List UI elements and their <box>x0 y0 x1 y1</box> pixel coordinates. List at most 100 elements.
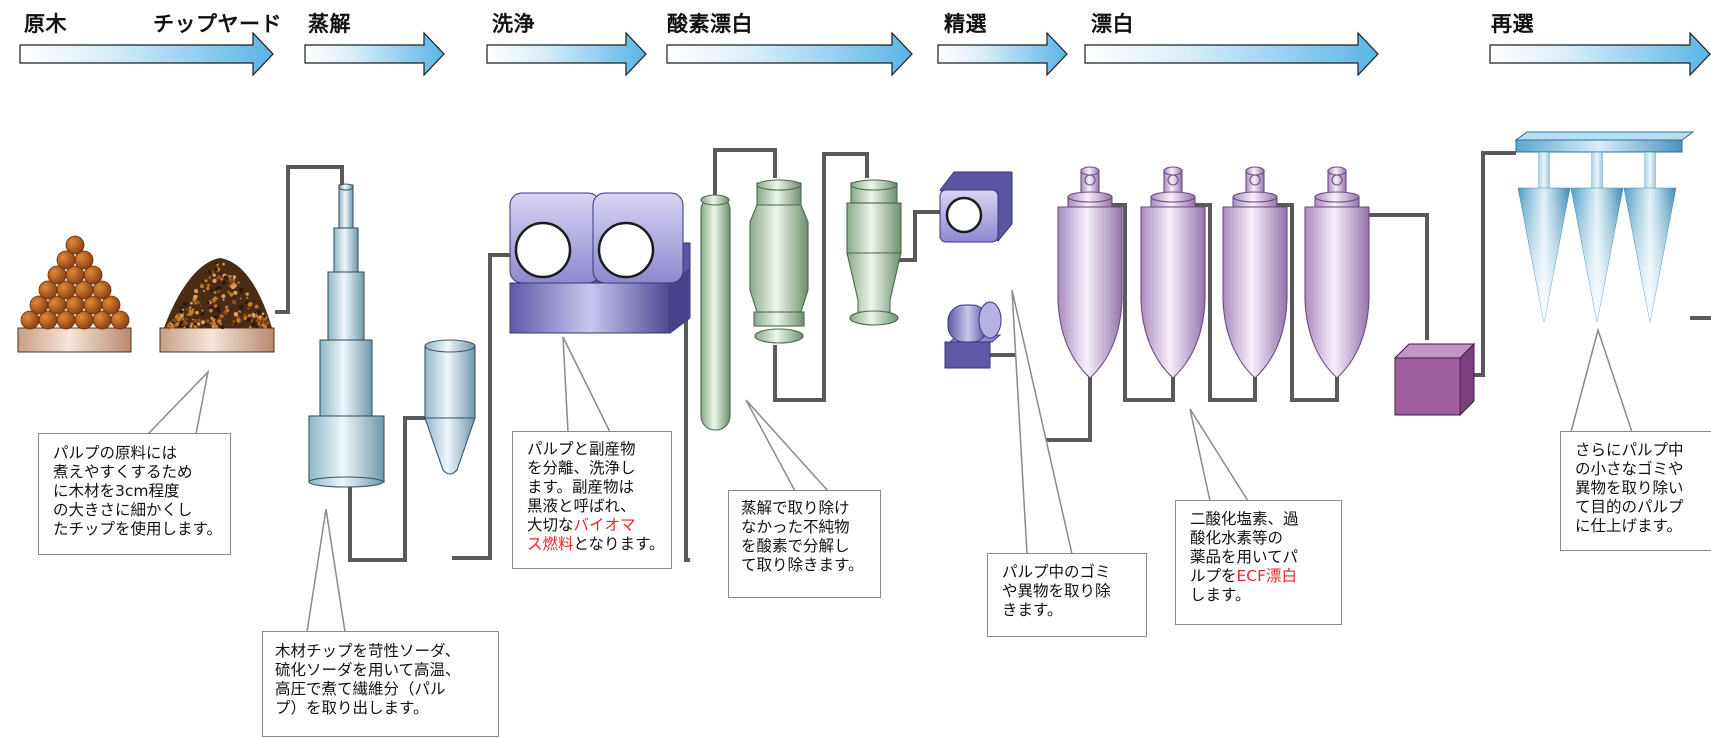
wood-chip <box>206 286 210 291</box>
biomass-highlight: ス燃料 <box>527 535 574 553</box>
wood-chip <box>237 305 240 308</box>
stage-arrows <box>19 31 1711 77</box>
callout-line: 高圧で煮て繊維分（パル <box>275 680 446 698</box>
wood-chip <box>261 312 265 316</box>
wood-chip <box>222 280 227 285</box>
wood-chip <box>220 316 223 319</box>
wood-chip <box>197 318 201 322</box>
wood-chip <box>215 262 218 265</box>
bleaching-tower <box>1057 166 1123 379</box>
wood-chip <box>221 294 226 299</box>
washer-drums <box>509 192 691 334</box>
callout-line: 酸化水素等の <box>1190 529 1284 547</box>
hydrocyclone-header <box>1514 131 1695 153</box>
wood-chip <box>229 275 231 278</box>
wood-chip <box>236 315 240 319</box>
biomass-highlight: バイオマ <box>573 516 636 534</box>
stage-label-chip-yard: チップヤード <box>153 12 282 36</box>
wood-chip <box>196 327 199 329</box>
wood-chip <box>225 308 230 313</box>
callout-line: の大きさに細かくし <box>53 501 193 519</box>
wood-chip <box>208 270 212 274</box>
wood-chip <box>220 277 224 281</box>
wood-chip <box>191 318 194 321</box>
wood-chip <box>204 279 208 283</box>
stage-arrow-washing <box>486 31 647 77</box>
stage-label-oxygen-bleaching: 酸素漂白 <box>667 12 753 36</box>
digester <box>308 183 385 488</box>
log <box>101 295 121 315</box>
stage-arrow-raw-wood <box>19 31 274 77</box>
wood-chip <box>260 316 265 321</box>
wood-chip <box>196 322 201 326</box>
wood-chip <box>214 304 218 308</box>
wood-chip <box>211 318 215 322</box>
wood-chip <box>264 326 267 329</box>
hydrocyclone <box>1517 152 1571 323</box>
log <box>83 265 103 285</box>
wood-chip <box>209 322 212 325</box>
wood-chip <box>263 321 267 325</box>
callout-line: 煮えやすくするため <box>53 463 193 481</box>
wood-chip <box>233 290 238 295</box>
wood-chip <box>175 322 180 327</box>
wood-chip <box>216 309 221 314</box>
callout-raw-material: パルプの原料には 煮えやすくするため に木材を3cm程度 の大きさに細かくし た… <box>38 433 231 555</box>
stage-arrow-bleaching <box>1084 31 1379 77</box>
wood-chip <box>182 301 187 306</box>
wood-chip <box>219 272 222 275</box>
wood-chip <box>207 301 210 304</box>
wood-chip <box>207 283 210 287</box>
wood-chip <box>255 317 258 320</box>
callout-line: きます。 <box>1002 601 1063 619</box>
callout-line: 蒸解で取り除け <box>741 499 850 517</box>
wood-chip <box>230 308 233 311</box>
wood-chip <box>255 325 259 329</box>
wood-chip <box>257 319 263 324</box>
callout-line: を酸素で分解し <box>741 537 850 555</box>
log <box>110 310 130 330</box>
wood-chip <box>229 292 234 297</box>
wood-chip <box>213 296 218 301</box>
wood-chip <box>258 323 263 328</box>
callout-line: プ）を取り出します。 <box>275 699 429 717</box>
wood-chip <box>202 295 205 298</box>
wood-chip <box>217 319 222 324</box>
callout-line: パルプと副産物 <box>527 440 636 458</box>
callout-oxygen: 蒸解で取り除け なかった不純物 を酸素で分解し て取り除きます。 <box>728 490 881 598</box>
wood-chip <box>234 323 237 326</box>
ecf-highlight: ECF漂白 <box>1236 567 1298 585</box>
wood-chip <box>200 282 203 285</box>
wood-chip <box>169 323 171 326</box>
wood-chip <box>230 284 236 290</box>
wood-chip <box>193 325 197 328</box>
wood-chip <box>223 275 228 280</box>
wood-chip <box>239 297 242 300</box>
wood-chip <box>220 325 225 330</box>
log <box>92 280 112 300</box>
callout-line: ます。副産物は <box>527 478 634 496</box>
callout-line: て取り除きます。 <box>741 556 864 574</box>
wood-chip <box>222 298 225 301</box>
callout-line: の小さなゴミや <box>1575 460 1684 478</box>
wood-chip <box>229 278 231 280</box>
oxygen-reactor <box>700 194 731 431</box>
callout-line: 薬品を用いてパ <box>1190 548 1299 566</box>
oxygen-vessel-1 <box>749 179 809 344</box>
screen-unit <box>939 171 1013 243</box>
wood-chip <box>213 324 219 330</box>
raw-wood-base <box>17 327 132 353</box>
wood-chip <box>176 317 181 322</box>
wood-chip <box>172 319 176 323</box>
wood-chip <box>189 324 193 328</box>
wood-chip <box>179 309 184 314</box>
wood-chip <box>239 287 244 292</box>
wood-chip <box>186 313 190 316</box>
stage-label-raw-wood: 原木 <box>24 12 67 36</box>
callout-line: を分離、洗浄し <box>527 459 636 477</box>
blow-tank <box>424 339 476 475</box>
wood-chip <box>237 281 240 284</box>
callout-line: 木材チップを苛性ソーダ、 <box>275 642 461 660</box>
wood-chip <box>264 318 267 321</box>
